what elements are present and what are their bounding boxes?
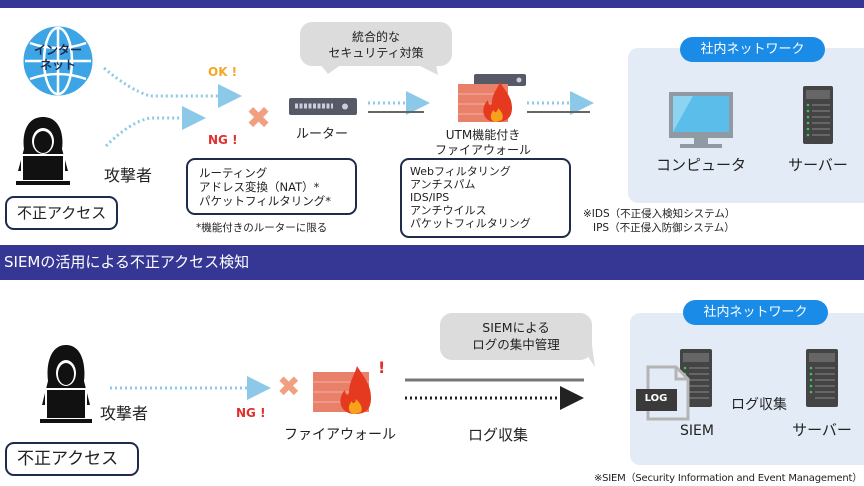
block-x-icon: ✖	[246, 101, 272, 136]
ng-label: NG !	[208, 133, 238, 147]
utm-label: UTM機能付き ファイアウォール	[434, 128, 532, 157]
utm-feature: パケットフィルタリング	[410, 217, 531, 230]
section-banner: SIEMの活用による不正アクセス検知	[0, 245, 864, 280]
globe-icon	[23, 26, 93, 96]
router-footnote: *機能付きのルーターに限る	[196, 222, 328, 234]
attacker-label: 攻撃者	[104, 166, 153, 185]
ok-label: OK !	[208, 65, 238, 79]
attacker-label: 攻撃者	[100, 404, 149, 423]
ids-note: ※IDS（不正侵入検知システム）	[583, 208, 736, 220]
server-icon	[803, 86, 833, 144]
ips-note: IPS（不正侵入防御システム）	[593, 222, 735, 234]
internal-network-badge: 社内ネットワーク	[683, 300, 828, 325]
log-collect-label: ログ収集	[467, 426, 529, 444]
log-tag: LOG	[636, 389, 677, 411]
hacker-icon	[16, 117, 70, 185]
utm-firewall-icon	[458, 74, 526, 122]
ng-label: NG !	[236, 406, 266, 420]
section-title: SIEMの活用による不正アクセス検知	[4, 253, 250, 271]
siem-label: SIEM	[680, 423, 714, 439]
firewall-icon	[313, 366, 371, 414]
unauthorized-access-label: 不正アクセス	[17, 449, 119, 469]
security-bubble: 統合的な セキュリティ対策	[300, 22, 452, 66]
log-tag-label: LOG	[644, 393, 668, 404]
router-feature: ルーティング	[199, 166, 268, 180]
router-icon	[289, 98, 357, 115]
internal-network-badge: 社内ネットワーク	[680, 37, 825, 62]
server-label: サーバー	[788, 156, 848, 174]
router-label: ルーター	[295, 127, 349, 142]
computer-icon	[669, 92, 733, 148]
unauthorized-access-box: 不正アクセス	[5, 442, 139, 476]
utm-features-box: Webフィルタリング アンチスパム IDS/IPS アンチウイルス パケットフィ…	[400, 158, 571, 238]
router-feature: アドレス変換（NAT）*	[199, 180, 320, 194]
attacker-arrow	[104, 106, 206, 148]
inner-log-collect-label: ログ収集	[731, 397, 787, 413]
unauthorized-access-label: 不正アクセス	[17, 204, 107, 222]
bubble-tail	[580, 345, 595, 367]
block-x-icon: ✖	[277, 370, 301, 403]
server-icon	[806, 349, 838, 407]
unauthorized-access-box: 不正アクセス	[5, 196, 118, 230]
server-label: サーバー	[792, 421, 852, 439]
utm-feature: アンチスパム	[410, 178, 476, 191]
internet-label: インター ネット	[33, 43, 83, 72]
top-banner	[0, 0, 864, 8]
utm-feature: IDS/IPS	[410, 191, 450, 204]
alert-mark: !	[378, 358, 386, 377]
router-features-box: ルーティング アドレス変換（NAT）* パケットフィルタリング*	[186, 158, 357, 215]
firewall-label: ファイアウォール	[284, 427, 396, 443]
computer-label: コンピュータ	[655, 156, 747, 174]
bubble-tail	[320, 64, 438, 75]
router-feature: パケットフィルタリング*	[199, 194, 332, 208]
internet-arrow	[103, 66, 242, 108]
hacker-icon	[40, 345, 92, 423]
utm-feature: Webフィルタリング	[410, 165, 511, 178]
utm-feature: アンチウイルス	[410, 204, 487, 217]
siem-bubble: SIEMによる ログの集中管理	[440, 313, 592, 360]
siem-footnote: ※SIEM（Security Information and Event Man…	[593, 473, 862, 484]
